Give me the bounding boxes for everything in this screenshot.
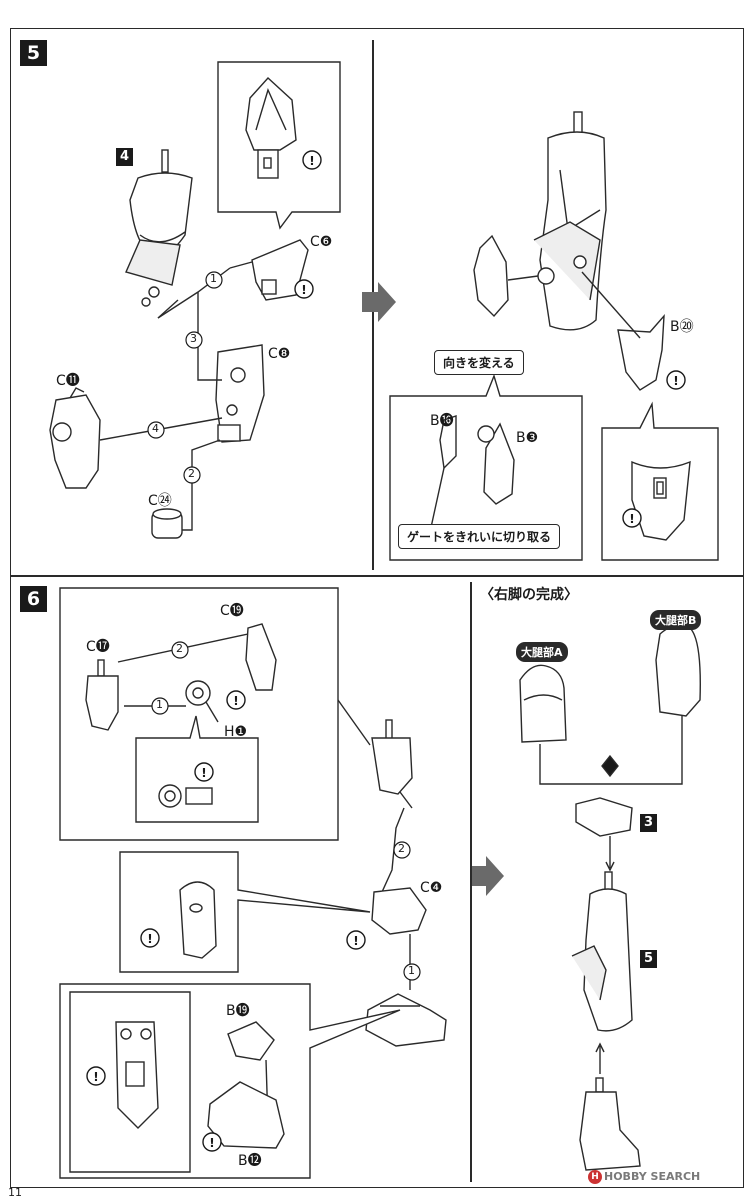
step-5-badge: 5	[20, 40, 47, 66]
watermark-logo-icon: H	[588, 1170, 602, 1184]
part-label-b3: B❸	[516, 430, 539, 446]
part-label-c24: C㉔	[148, 493, 172, 509]
svg-text:!: !	[147, 932, 152, 946]
svg-text:!: !	[629, 512, 634, 526]
order-number: 3	[190, 332, 197, 345]
svg-text:!: !	[353, 934, 358, 948]
order-number: 4	[152, 422, 159, 435]
part-label-b20: B⑳	[670, 319, 694, 335]
ref-step-3: 3	[640, 814, 657, 832]
order-number: 2	[398, 842, 405, 855]
part-label-c17: C⓱	[86, 639, 110, 655]
part-label-c19: C⓳	[220, 603, 244, 619]
order-number: 2	[188, 467, 195, 480]
note-change-direction: 向きを変える	[434, 350, 524, 375]
part-label-b19: B⓳	[226, 1003, 250, 1019]
page-number: 11	[8, 1186, 22, 1199]
step-6-badge: 6	[20, 586, 47, 612]
order-number: 1	[156, 698, 163, 711]
note-cut-gate: ゲートをきれいに切り取る	[398, 524, 561, 549]
svg-text:!: !	[209, 1136, 214, 1150]
column-divider-bottom	[470, 582, 472, 1182]
part-label-c4: C❹	[420, 880, 443, 896]
next-arrow-step5	[362, 282, 396, 322]
part-label-b12: B⓬	[238, 1153, 262, 1169]
part-label-b16: B⓰	[430, 413, 454, 429]
order-number: 2	[176, 642, 183, 655]
watermark-text: HOBBY SEARCH	[604, 1170, 701, 1183]
leg-assembly-right	[533, 111, 607, 331]
ref-step-4: 4	[116, 148, 133, 166]
part-label-c8: C❽	[268, 346, 291, 362]
part-label-c11: C⓫	[56, 373, 80, 389]
svg-text:!: !	[201, 766, 206, 780]
thigh-b-tag: 大腿部B	[650, 610, 702, 630]
svg-text:!: !	[309, 154, 314, 168]
svg-text:!: !	[673, 374, 678, 388]
thigh-a-tag: 大腿部A	[516, 642, 568, 662]
leg-part-4	[125, 149, 193, 307]
svg-text:!: !	[233, 694, 238, 708]
part-label-h1: H❶	[224, 724, 248, 740]
order-number: 1	[408, 964, 415, 977]
svg-text:!: !	[93, 1070, 98, 1084]
order-number: 1	[210, 272, 217, 285]
completion-title: 〈右脚の完成〉	[480, 587, 578, 603]
part-label-c6: C❻	[310, 234, 333, 250]
page-frame	[10, 28, 744, 1188]
armor-piece-detail	[245, 77, 297, 179]
next-arrow-step6	[472, 856, 504, 896]
svg-text:!: !	[301, 283, 306, 297]
section-divider	[10, 575, 744, 577]
ref-step-5: 5	[640, 950, 657, 968]
